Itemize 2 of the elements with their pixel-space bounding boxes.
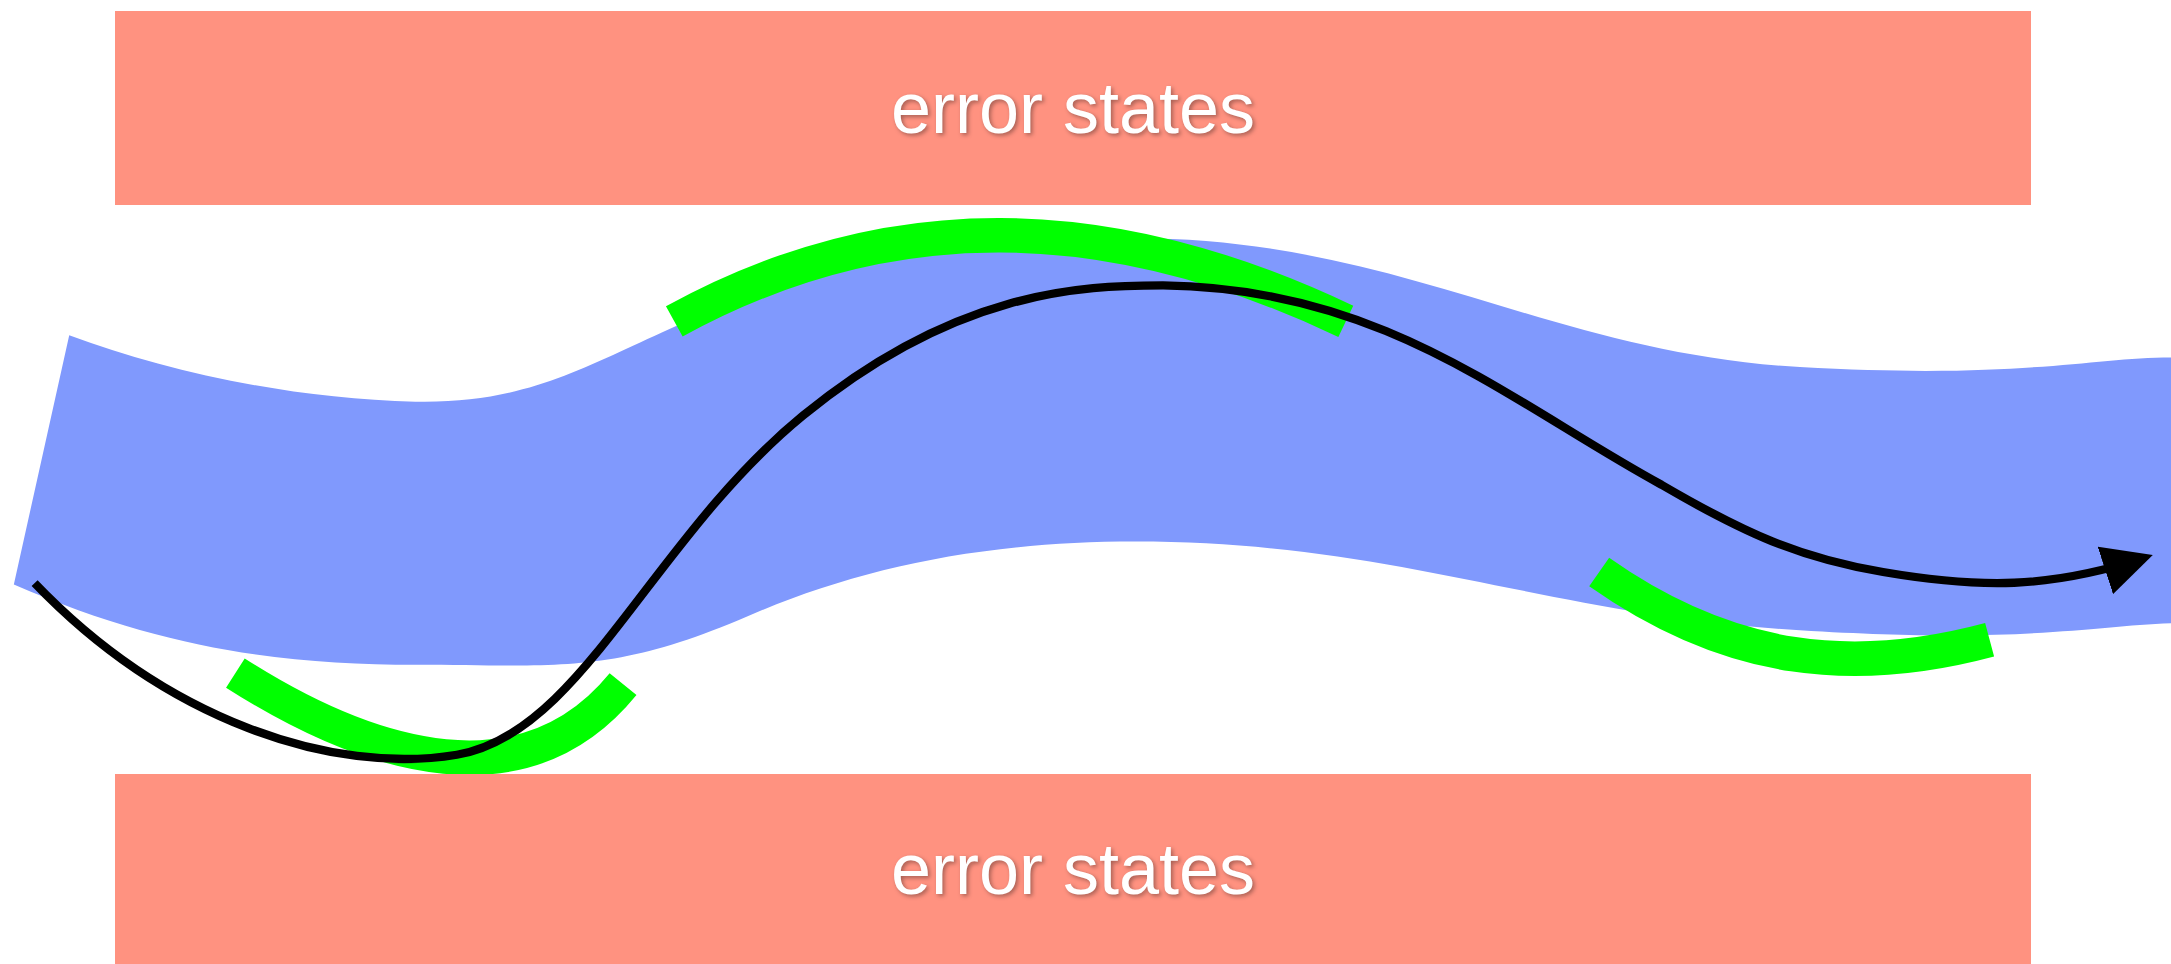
state-region: error states <box>115 774 2031 964</box>
state-region: error states <box>115 11 2031 205</box>
